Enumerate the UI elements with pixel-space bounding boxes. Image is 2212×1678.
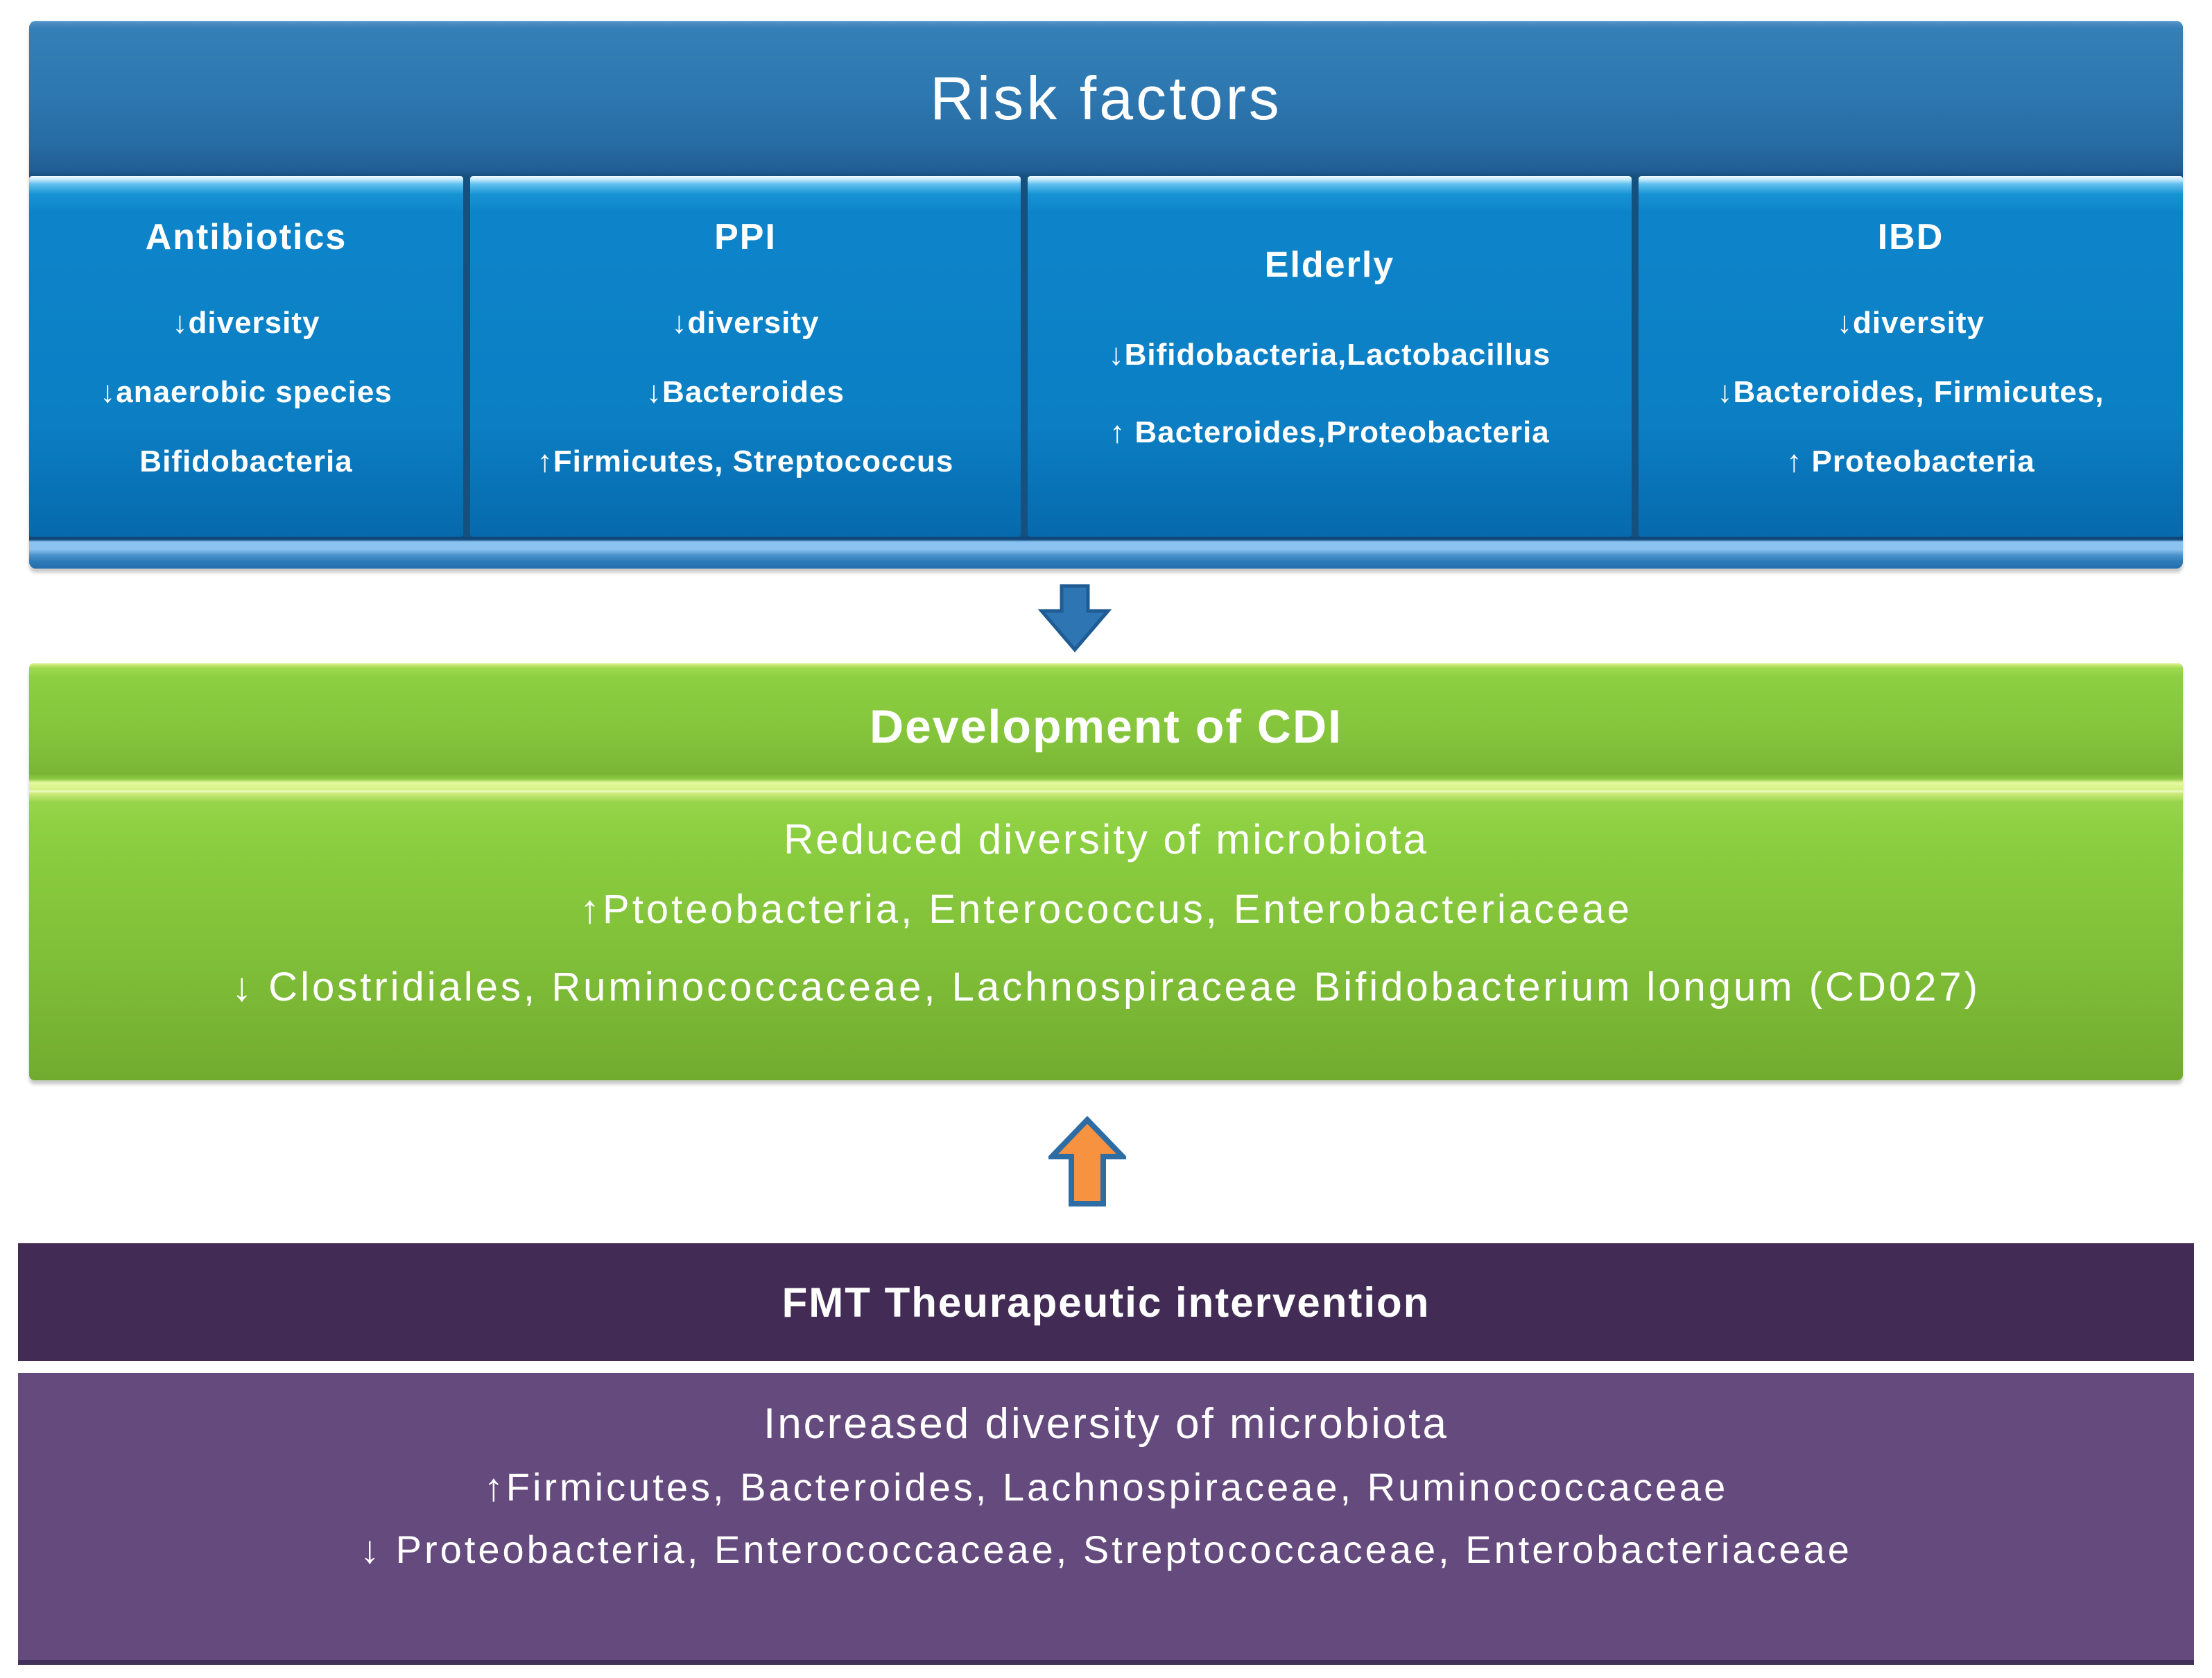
risk-factors-title: Risk factors xyxy=(29,21,2183,176)
risk-box-line: ↑ Bacteroides,Proteobacteria xyxy=(1109,415,1550,449)
risk-box-line: ↓diversity xyxy=(172,306,320,340)
development-subtitle: Reduced diversity of microbiota xyxy=(783,816,1429,863)
fmt-subtitle: Increased diversity of microbiota xyxy=(763,1400,1449,1448)
up-arrow-icon xyxy=(1048,1116,1126,1206)
risk-factors-panel: Risk factors Antibiotics ↓diversity ↓ana… xyxy=(29,21,2183,569)
risk-box-elderly: Elderly ↓Bifidobacteria,Lactobacillus ↑ … xyxy=(1028,176,1632,537)
risk-box-title: IBD xyxy=(1877,217,1944,257)
risk-factors-row: Antibiotics ↓diversity ↓anaerobic specie… xyxy=(29,176,2183,537)
risk-box-line: ↓Bacteroides, Firmicutes, xyxy=(1717,375,2105,409)
risk-box-line: ↑Firmicutes, Streptococcus xyxy=(537,444,954,478)
risk-box-title: Antibiotics xyxy=(145,217,347,257)
risk-box-line: ↓Bacteroides xyxy=(646,375,845,409)
risk-box-line: ↓anaerobic species xyxy=(100,375,392,409)
development-cdi-details: Reduced diversity of microbiota ↑Ptoteob… xyxy=(29,790,2183,1080)
development-cdi-panel: Development of CDI Reduced diversity of … xyxy=(29,663,2183,1080)
risk-box-line: Bifidobacteria xyxy=(139,444,353,478)
fmt-intervention-title: FMT Theurapeutic intervention xyxy=(18,1243,2194,1361)
risk-box-ppi: PPI ↓diversity ↓Bacteroides ↑Firmicutes,… xyxy=(470,176,1021,537)
risk-box-line: ↓diversity xyxy=(1837,306,1985,340)
development-line: ↓ Clostridiales, Ruminococcaceae, Lachno… xyxy=(232,965,1980,1010)
fmt-intervention-details: Increased diversity of microbiota ↑Firmi… xyxy=(18,1373,2194,1665)
risk-box-ibd: IBD ↓diversity ↓Bacteroides, Firmicutes,… xyxy=(1639,176,2183,537)
risk-box-line: ↓diversity xyxy=(671,306,820,340)
risk-box-antibiotics: Antibiotics ↓diversity ↓anaerobic specie… xyxy=(29,176,463,537)
risk-box-line: ↑ Proteobacteria xyxy=(1786,444,2035,478)
development-cdi-title: Development of CDI xyxy=(29,663,2183,790)
fmt-line: ↑Firmicutes, Bacteroides, Lachnospiracea… xyxy=(483,1465,1729,1509)
risk-box-title: Elderly xyxy=(1264,245,1395,285)
risk-panel-bottom-edge xyxy=(29,537,2183,569)
down-arrow-icon xyxy=(1037,584,1112,652)
risk-box-title: PPI xyxy=(714,217,777,257)
fmt-line: ↓ Proteobacteria, Enterococcaceae, Strep… xyxy=(360,1528,1852,1571)
development-line: ↑Ptoteobacteria, Enterococcus, Enterobac… xyxy=(580,887,1632,932)
risk-box-line: ↓Bifidobacteria,Lactobacillus xyxy=(1108,338,1551,372)
